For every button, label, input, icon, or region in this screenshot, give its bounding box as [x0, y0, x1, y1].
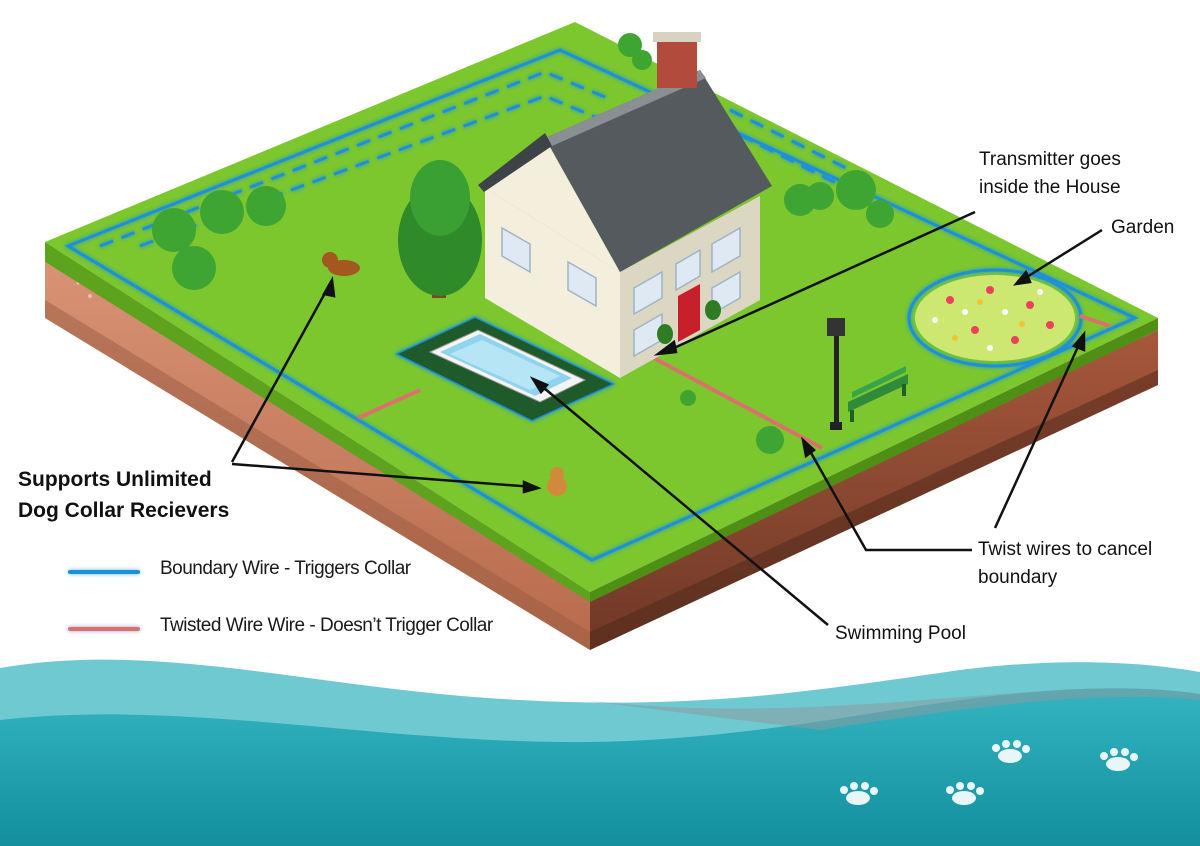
- arrow-supports-dog1: [230, 283, 332, 463]
- label-supports: Supports Unlimited Dog Collar Recievers: [18, 468, 230, 522]
- dog-icon: [322, 252, 567, 496]
- arrow-supports-dog2: [231, 462, 535, 489]
- flower-garden-icon: [915, 275, 1075, 361]
- arrow-pool-head: [529, 376, 550, 395]
- arrow-twist-1-head: [801, 436, 816, 459]
- callout-arrows: [230, 210, 1103, 626]
- arrow-pool: [537, 382, 829, 626]
- label-transmitter: Transmitter goes inside the House: [979, 149, 1121, 198]
- bench-icon: [848, 366, 908, 422]
- legend-boundary-swatch: [68, 570, 140, 574]
- arrow-twist-1: [804, 443, 972, 552]
- arrow-transmitter: [664, 210, 976, 354]
- legend-twisted-text: Twisted Wire Wire - Doesn’t Trigger Coll…: [160, 615, 493, 636]
- water-wave: [0, 659, 1200, 846]
- paw-print-icon: [840, 740, 1138, 805]
- twisted-wires: [357, 314, 1111, 450]
- label-swimming-pool: Swimming Pool: [835, 623, 966, 644]
- legend-boundary-text: Boundary Wire - Triggers Collar: [160, 558, 411, 579]
- arrow-supports-dog1-head: [322, 276, 336, 298]
- house-icon: [478, 32, 772, 378]
- arrow-transmitter-head: [653, 339, 678, 356]
- bush-icon: [152, 33, 894, 454]
- arrow-garden: [1021, 228, 1103, 282]
- arrow-twist-2-head: [1071, 330, 1086, 352]
- arrow-supports-dog2-head: [522, 480, 542, 494]
- tree-icon: [398, 160, 482, 298]
- lamp-post-icon: [827, 318, 845, 430]
- label-garden: Garden: [1111, 217, 1175, 238]
- legend-twisted-swatch: [68, 627, 140, 631]
- arrow-twist-2: [993, 337, 1084, 529]
- arrow-garden-head: [1012, 269, 1032, 286]
- label-twist-wires: Twist wires to cancel boundary: [978, 539, 1153, 588]
- soil-block: [45, 262, 1158, 650]
